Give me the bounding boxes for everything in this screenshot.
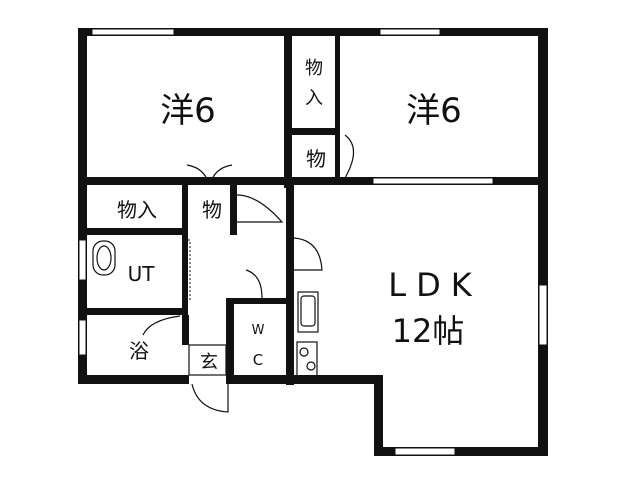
wall-closet-right [335,36,340,178]
washbasin-bowl-icon [96,245,112,271]
window-top-right [379,28,441,36]
window-ldk-top [372,177,494,185]
window-bath-left [78,319,87,356]
entrance-step [188,344,227,376]
room-label-western-left: 洋6 [160,91,216,131]
wall-wc-left [226,298,234,384]
room-label-entrance: 玄 [200,352,218,373]
room-label-bath: 浴 [129,339,149,363]
room-label-storage-top-1: 物 [305,58,323,79]
burner-icon [299,347,309,357]
door-left-b [209,164,233,186]
room-label-ldk: LDK [388,266,481,304]
wall-bedrooms-divider [284,28,292,188]
wall-storage-mid [230,185,237,235]
wall-ldk-step [374,375,383,456]
room-label-storage-small-mid: 物 [202,198,222,222]
wall-closet-divider [292,128,338,135]
stove-icon [296,341,318,377]
window-ldk-bottom [394,447,456,456]
room-label-storage-small-right: 物 [306,147,326,171]
wall-right [538,28,548,456]
door-wc [245,269,263,299]
wall-wc-bottom [226,375,286,384]
wall-bath-bottom [78,375,189,384]
wall-bath-right [182,315,189,345]
wall-bath-top [87,308,187,315]
room-label-storage-left: 物入 [117,198,157,222]
wall-wc-top [226,298,286,304]
wall-top [78,28,548,36]
wall-bottom-ldk [374,447,548,456]
room-label-storage-top-2: 入 [305,88,323,109]
burner-icon [306,361,316,371]
sink-icon [297,291,319,333]
wall-bedrooms-bottom [87,177,545,185]
utility-partition [183,239,191,301]
door-left-a [186,164,210,186]
window-ut-left [78,239,87,281]
wall-left [78,28,87,384]
window-ldk-right [538,284,548,346]
door-closet-right [344,134,355,179]
door-ldk [293,237,323,271]
room-label-utility: UT [128,262,156,286]
wall-storage-right [182,185,188,315]
door-bath [142,315,181,336]
room-label-ldk-size: 12帖 [392,312,465,350]
room-label-wc-c: C [253,351,263,369]
window-top-left [91,28,175,36]
wall-kitchen-bottom [286,375,383,384]
door-entrance [191,383,229,413]
room-label-wc-w: W [252,323,265,338]
door-hall [236,194,284,223]
wall-storage-bottom [87,228,187,235]
wall-ldk-left [286,185,294,385]
room-label-western-right: 洋6 [406,91,462,131]
washbasin-icon [92,240,116,276]
sink-bowl-icon [300,295,316,327]
